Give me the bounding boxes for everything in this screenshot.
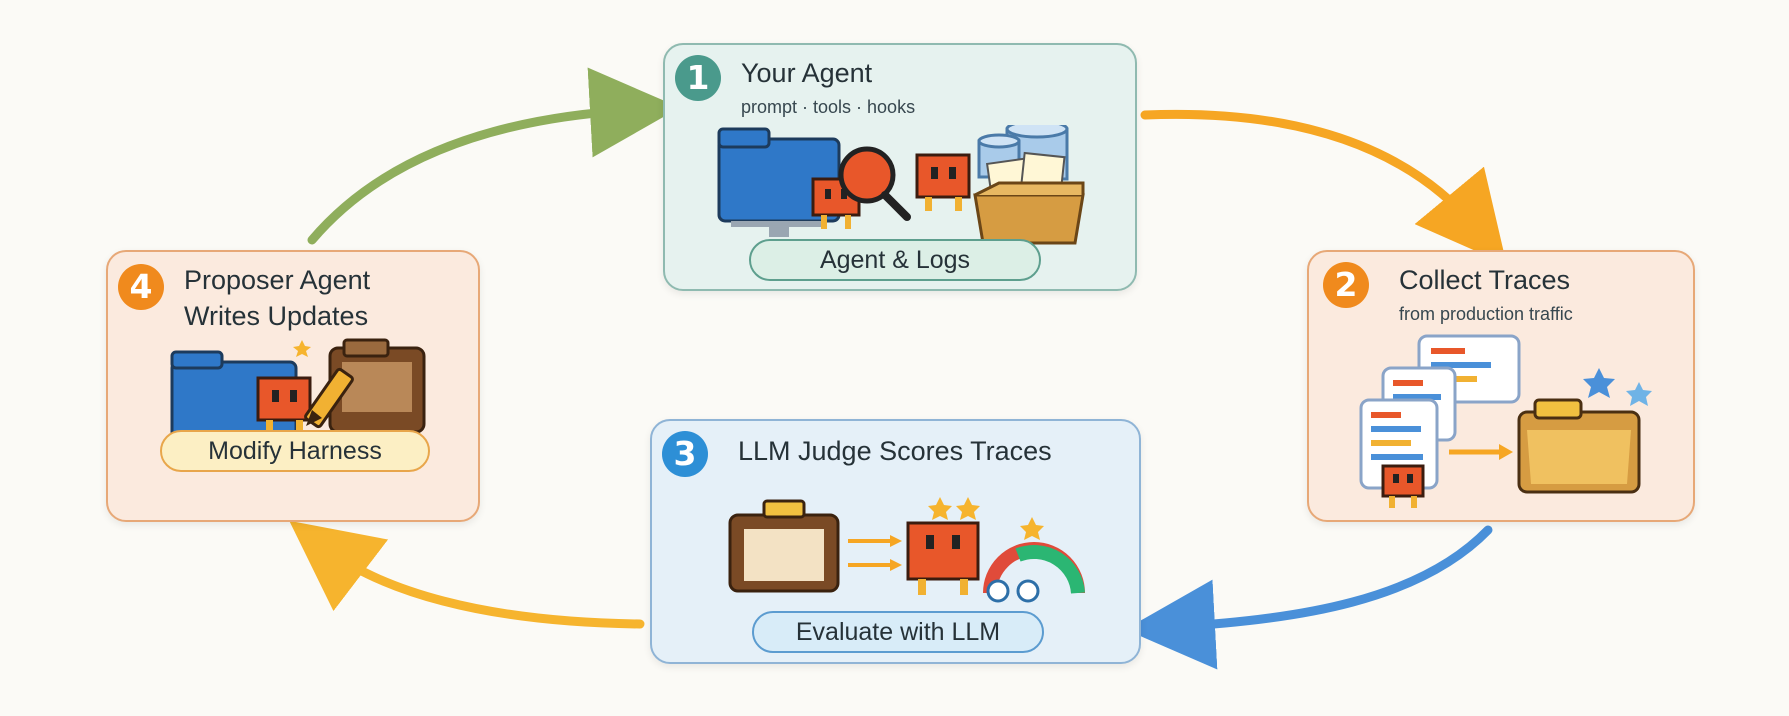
step-number-badge: 2 — [1323, 262, 1369, 308]
step-number-badge: 4 — [118, 264, 164, 310]
folder-icon — [328, 338, 426, 434]
step-4-card: 4 Proposer Agent Writes Updates — [106, 250, 480, 522]
robot-icon — [915, 153, 971, 211]
step-action-pill: Evaluate with LLM — [752, 611, 1044, 653]
arrow-step3-to-step4 — [289, 520, 645, 629]
star-icon — [1583, 368, 1615, 398]
collect-traces-illustration — [1359, 334, 1652, 508]
magnifier-icon — [838, 146, 911, 221]
gauge-icon — [983, 542, 1085, 603]
step-title: Proposer Agent Writes Updates — [184, 265, 371, 331]
robot-icon — [906, 521, 980, 595]
arrow-step4-to-step1 — [307, 67, 680, 245]
step-title: Your Agent — [741, 58, 873, 88]
judge-scores-illustration — [728, 497, 1085, 603]
step-action-pill: Modify Harness — [160, 430, 430, 472]
step-title: Collect Traces — [1399, 265, 1571, 295]
folder-icon — [728, 499, 840, 593]
star-icon — [1020, 517, 1044, 540]
robot-icon — [1381, 464, 1425, 508]
arrow-step2-to-step3 — [1125, 525, 1493, 670]
star-icon — [293, 340, 311, 357]
step-number-badge: 1 — [675, 55, 721, 101]
file-box-icon — [973, 151, 1085, 245]
star-icon — [928, 497, 952, 520]
step-subtitle: prompt · tools · hooks — [741, 97, 916, 117]
robot-icon — [256, 376, 312, 436]
robot-icon — [811, 177, 861, 229]
star-icon — [1626, 382, 1652, 406]
step-2-card: 2 Collect Traces from production traffic — [1307, 250, 1695, 522]
proposer-updates-illustration — [170, 338, 426, 440]
step-title: LLM Judge Scores Traces — [738, 436, 1052, 466]
agent-logs-illustration — [717, 125, 1085, 245]
step-3-card: 3 LLM Judge Scores Traces — [650, 419, 1141, 664]
pencil-icon — [304, 367, 354, 429]
folder-icon — [1517, 398, 1641, 494]
step-1-card: 1 Your Agent prompt · tools · hooks — [663, 43, 1137, 291]
step-action-pill: Agent & Logs — [749, 239, 1041, 281]
star-icon — [956, 497, 980, 520]
arrow-step1-to-step2 — [1140, 109, 1507, 265]
step-subtitle: from production traffic — [1399, 304, 1573, 324]
step-number-badge: 3 — [662, 431, 708, 477]
